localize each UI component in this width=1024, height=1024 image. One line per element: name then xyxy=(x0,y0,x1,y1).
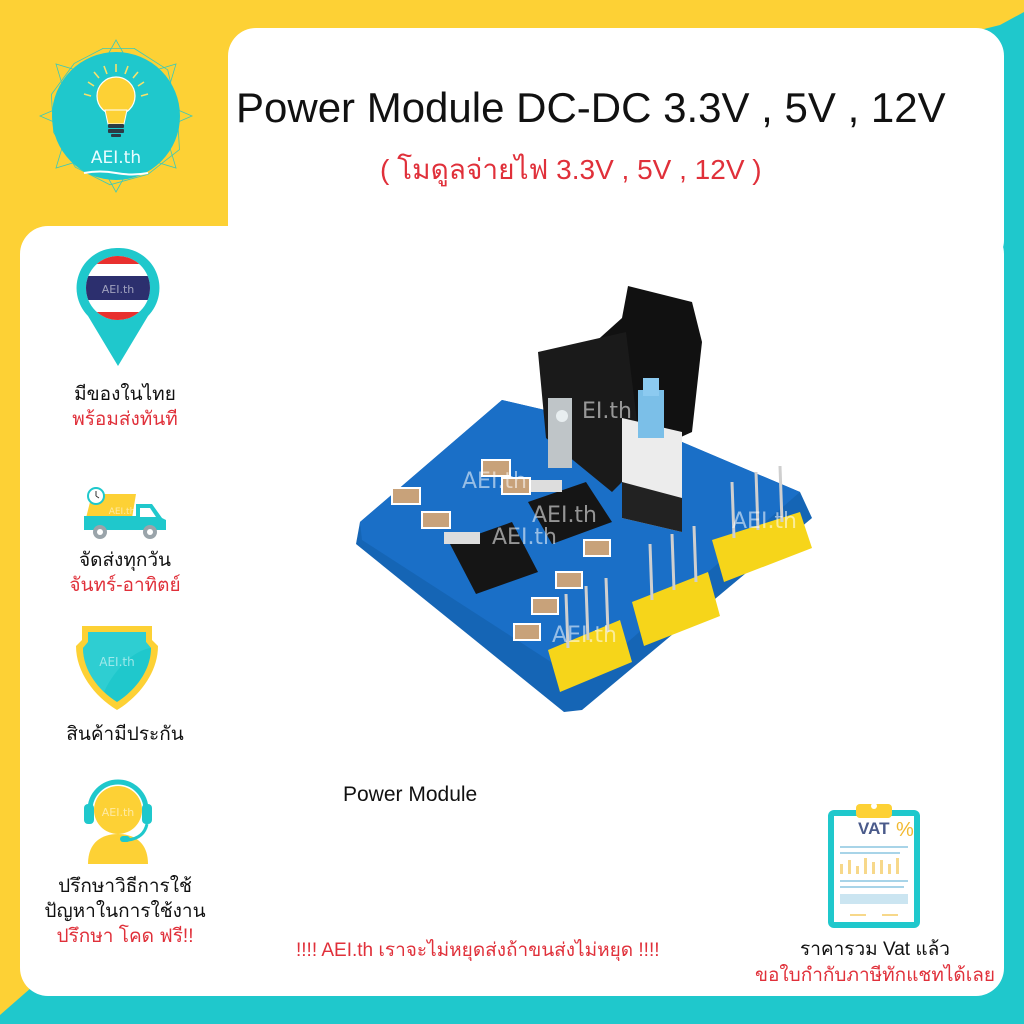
page-subtitle: ( โมดูลจ่ายไฟ 3.3V , 5V , 12V ) xyxy=(380,154,762,185)
vat-line-1: ราคารวม Vat แล้ว xyxy=(800,939,950,960)
slogan-text: !!!! AEI.th เราจะไม่หยุดส่งถ้าขนส่งไม่หย… xyxy=(296,940,660,961)
feature-label: สินค้ามีประกัน xyxy=(66,724,184,745)
feature-warranty: สินค้ามีประกัน xyxy=(30,722,220,747)
svg-text:AEI.th: AEI.th xyxy=(532,503,597,528)
watermark: AEI.th xyxy=(462,469,527,494)
svg-text:AEI.th: AEI.th xyxy=(109,507,136,517)
product-image: AEI.th AEI.th AEI.th EI.th AEI.th AEI.th xyxy=(356,286,812,712)
map-pin-thai-flag-icon: AEI.th xyxy=(76,247,160,366)
lightbulb-icon xyxy=(83,64,149,176)
svg-text:VAT: VAT xyxy=(858,819,890,838)
headset-support-icon: AEI.th xyxy=(84,779,152,864)
svg-text:AEI.th: AEI.th xyxy=(732,509,797,534)
feature-highlight: พร้อมส่งทันที xyxy=(72,409,178,430)
svg-text:AEI.th: AEI.th xyxy=(552,623,617,648)
vat-clipboard-icon: VAT % xyxy=(828,803,920,928)
brand-logo: AEI.th xyxy=(52,52,180,180)
feature-highlight: จันทร์-อาทิตย์ xyxy=(69,575,181,596)
feature-label: ปัญหาในการใช้งาน xyxy=(44,901,206,922)
shield-icon: AEI.th xyxy=(76,626,158,710)
logo-text: AEI.th xyxy=(90,148,142,168)
page-title: Power Module DC-DC 3.3V , 5V , 12V xyxy=(236,84,946,131)
product-caption: Power Module xyxy=(343,783,478,806)
feature-label: ปรึกษาวิธีการใช้ xyxy=(58,876,192,897)
feature-in-stock: มีของในไทย พร้อมส่งทันที xyxy=(30,382,220,432)
vat-note: ราคารวม Vat แล้ว ขอใบกำกับภาษีทักแชทได้เ… xyxy=(744,937,1006,989)
svg-text:AEI.th: AEI.th xyxy=(102,806,135,819)
feature-daily-delivery: จัดส่งทุกวัน จันทร์-อาทิตย์ xyxy=(30,548,220,598)
feature-label: จัดส่งทุกวัน xyxy=(78,550,172,571)
header-panel xyxy=(228,28,1004,268)
delivery-truck-icon: AEI.th xyxy=(84,487,166,539)
svg-text:AEI.th: AEI.th xyxy=(492,525,557,550)
svg-text:AEI.th: AEI.th xyxy=(99,655,134,669)
svg-text:%: % xyxy=(896,819,914,841)
vat-line-2: ขอใบกำกับภาษีทักแชทได้เลย xyxy=(754,965,996,986)
svg-text:AEI.th: AEI.th xyxy=(102,283,135,296)
feature-consultation: ปรึกษาวิธีการใช้ ปัญหาในการใช้งาน ปรึกษา… xyxy=(30,874,220,949)
feature-highlight: ปรึกษา โคด ฟรี!! xyxy=(56,926,194,947)
svg-text:EI.th: EI.th xyxy=(582,399,632,424)
feature-label: มีของในไทย xyxy=(74,384,176,405)
